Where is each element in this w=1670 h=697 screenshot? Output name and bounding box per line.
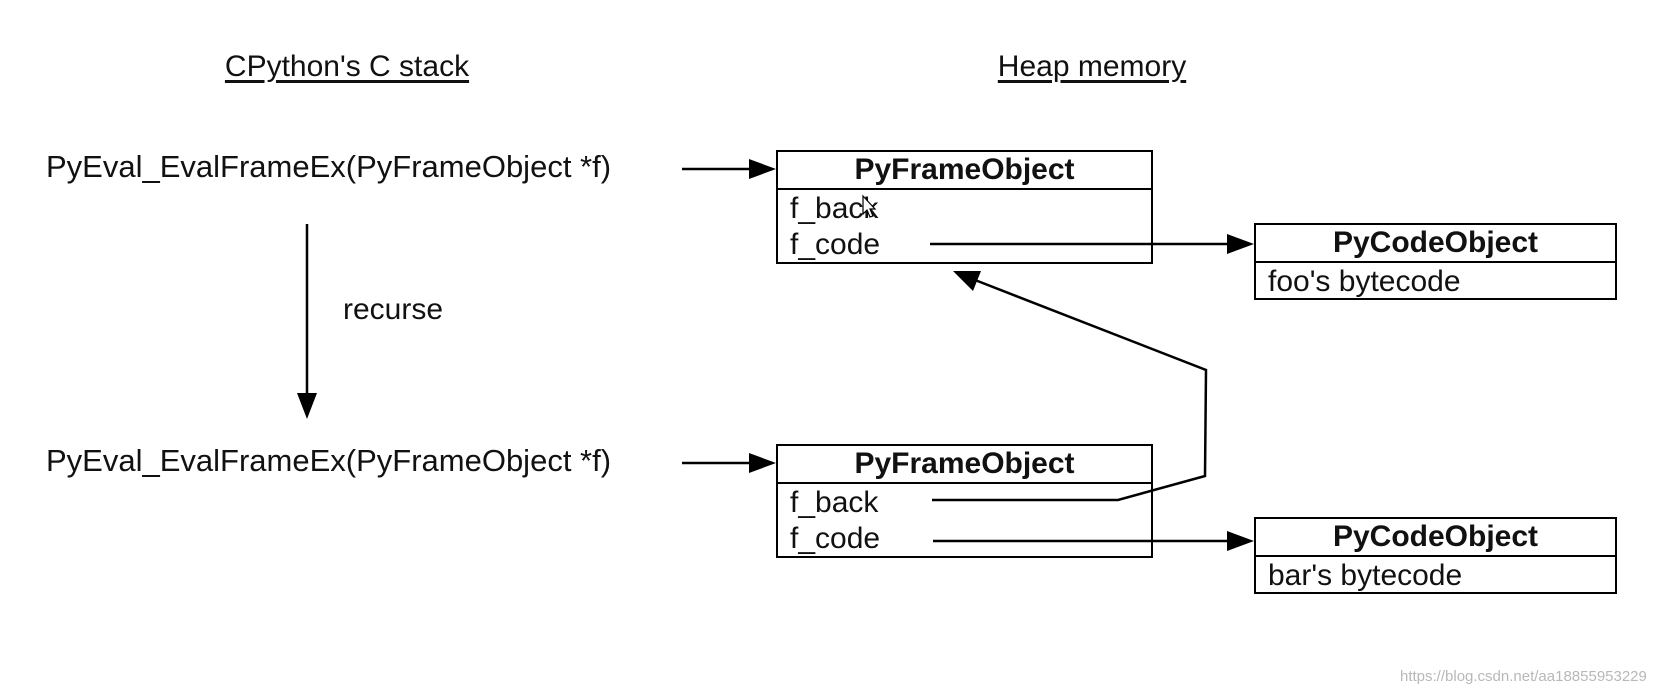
eval-frame-call-bottom: PyEval_EvalFrameEx(PyFrameObject *f) <box>46 443 612 478</box>
code-object-box-bar: PyCodeObject bar's bytecode <box>1254 517 1617 594</box>
frame-object-title: PyFrameObject <box>778 446 1151 484</box>
code-object-bytecode: bar's bytecode <box>1268 559 1463 592</box>
code-object-title: PyCodeObject <box>1256 225 1615 263</box>
frame-field-f-code: f_code <box>790 522 881 555</box>
frame-object-title: PyFrameObject <box>778 152 1151 190</box>
heap-memory-heading: Heap memory <box>997 50 1187 83</box>
frame-object-box-top: PyFrameObject f_back f_code <box>776 150 1153 264</box>
code-object-title: PyCodeObject <box>1256 519 1615 557</box>
recurse-label: recurse <box>343 293 444 326</box>
call-to-frame-arrow-bottom <box>682 453 776 473</box>
frame-field-f-back: f_back <box>790 192 879 225</box>
call-to-frame-arrow-top <box>682 159 776 179</box>
watermark-text: https://blog.csdn.net/aa18855953229 <box>1400 668 1647 685</box>
eval-frame-call-top: PyEval_EvalFrameEx(PyFrameObject *f) <box>46 149 612 184</box>
c-stack-heading: CPython's C stack <box>224 50 470 83</box>
frame-field-f-back: f_back <box>790 486 879 519</box>
code-object-box-foo: PyCodeObject foo's bytecode <box>1254 223 1617 300</box>
frame-field-f-code: f_code <box>790 228 881 261</box>
recurse-arrow <box>297 224 317 419</box>
frame-object-box-bottom: PyFrameObject f_back f_code <box>776 444 1153 558</box>
code-object-bytecode: foo's bytecode <box>1268 265 1461 298</box>
